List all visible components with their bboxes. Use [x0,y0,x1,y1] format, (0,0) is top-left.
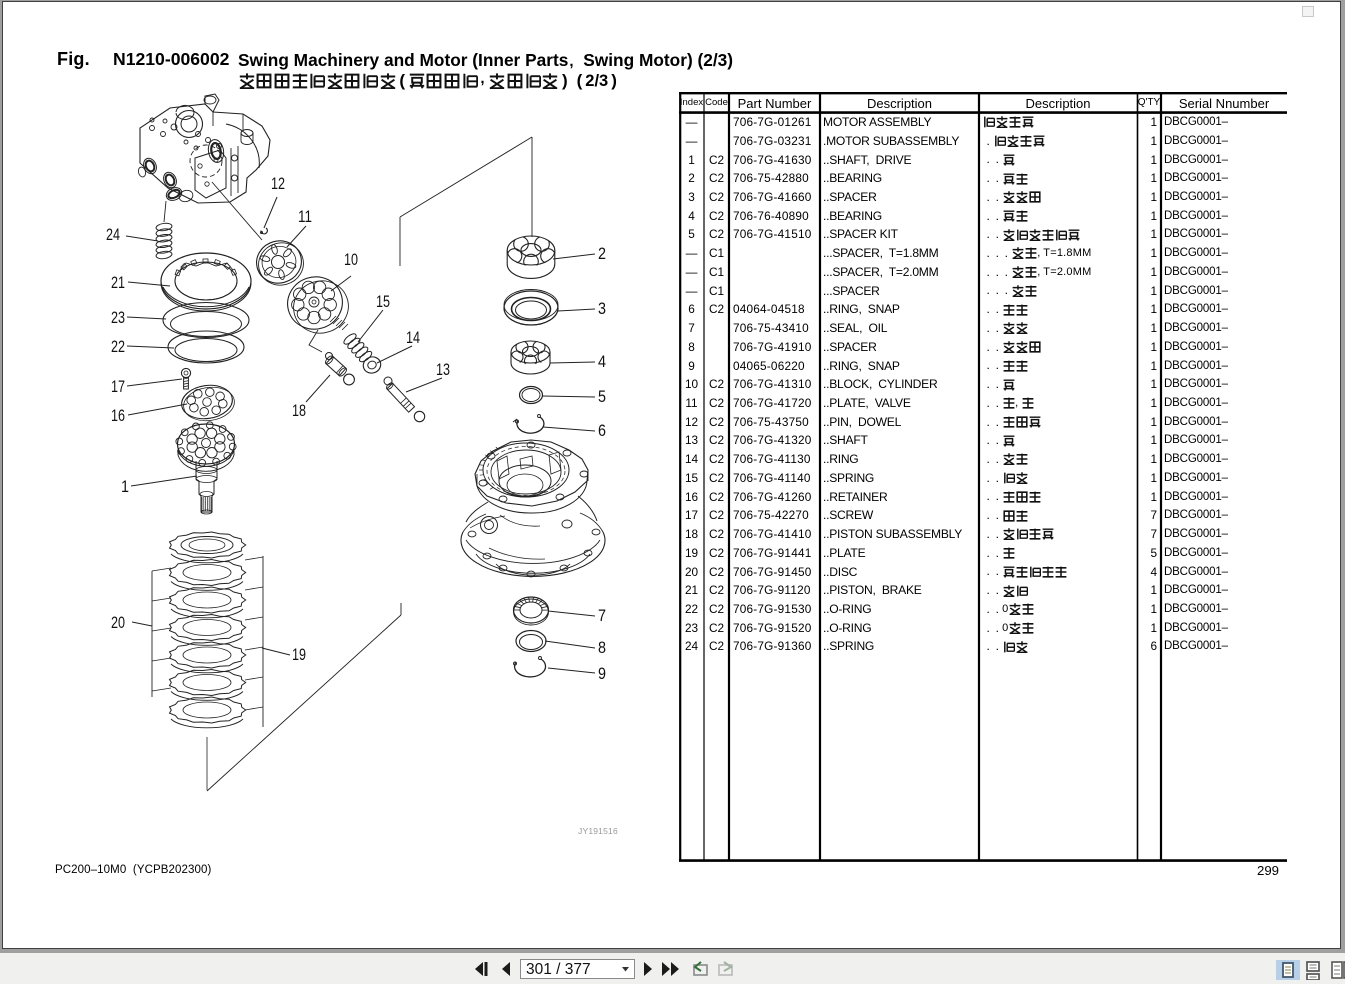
svg-text:12: 12 [271,175,285,193]
svg-text:22: 22 [111,338,125,356]
svg-text:13: 13 [436,361,450,379]
svg-text:20: 20 [111,614,125,632]
svg-text:15: 15 [376,293,390,311]
svg-text:7: 7 [598,607,606,625]
svg-text:16: 16 [111,407,125,425]
svg-text:19: 19 [292,646,306,664]
svg-text:21: 21 [111,274,125,292]
svg-text:3: 3 [598,300,606,318]
svg-text:23: 23 [111,309,125,327]
svg-text:6: 6 [598,422,606,440]
svg-text:10: 10 [344,251,358,269]
svg-text:11: 11 [298,208,312,226]
svg-text:24: 24 [106,226,120,244]
svg-text:2: 2 [598,245,606,263]
svg-text:17: 17 [111,378,125,396]
svg-text:9: 9 [598,665,606,683]
svg-text:4: 4 [598,353,606,371]
svg-text:14: 14 [406,329,420,347]
svg-text:1: 1 [121,478,129,496]
svg-text:5: 5 [598,388,606,406]
svg-text:8: 8 [598,639,606,657]
svg-text:18: 18 [292,402,306,420]
